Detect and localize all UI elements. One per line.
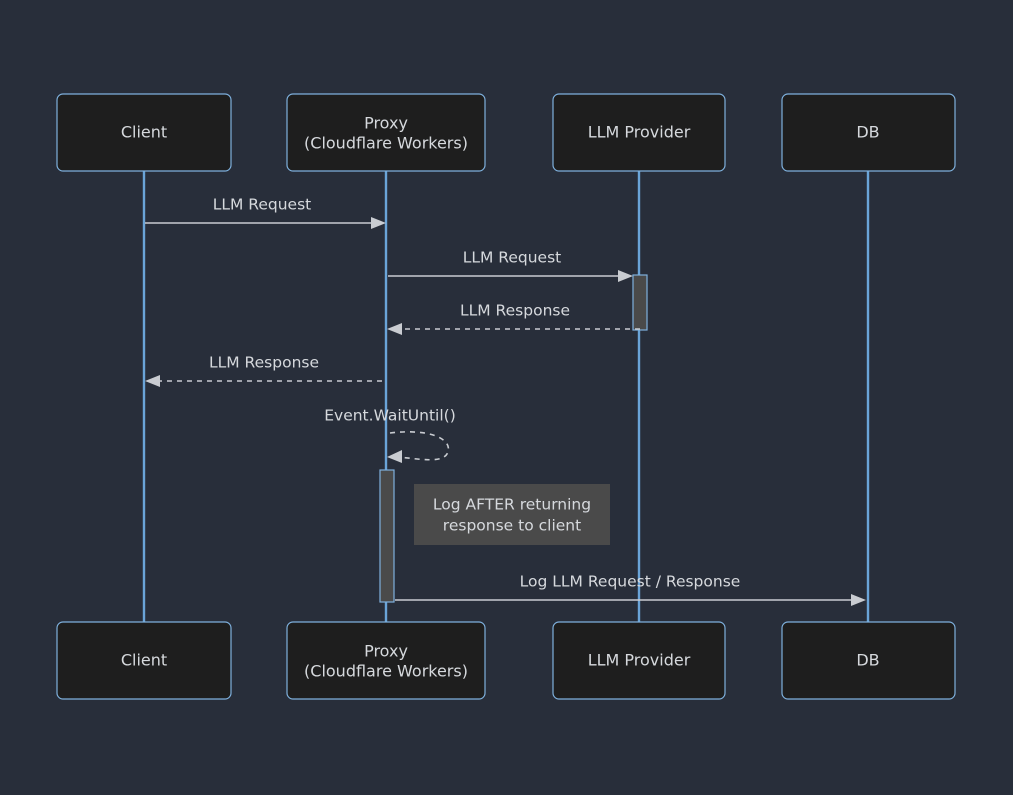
actor-label-db-top: DB [856,123,879,142]
actor-box-llm-provider-bottom[interactable]: LLM Provider [552,621,726,700]
actor-label-proxy-top-line1: Proxy [364,114,408,133]
actor-box-client-bottom[interactable]: Client [56,621,232,700]
message-label-6: Log LLM Request / Response [520,573,741,591]
arrowhead-right-2 [618,270,633,282]
actor-boxes-top: Client Proxy (Cloudflare Workers) LLM Pr… [56,93,956,172]
actor-label-proxy-top-line2: (Cloudflare Workers) [304,134,468,153]
message-log-llm-request-response[interactable]: Log LLM Request / Response [395,573,866,607]
actor-rect-llm-provider-top [552,93,726,172]
actor-rect-proxy-bottom [286,621,486,700]
actor-rect-proxy-top [286,93,486,172]
activation-proxy [379,469,395,603]
message-llm-request-proxy-provider[interactable]: LLM Request [388,249,633,283]
arrowhead-left-3 [387,323,402,335]
actor-rect-llm-provider-bottom [552,621,726,700]
message-label-1: LLM Request [213,196,312,214]
actor-rect-client-bottom [56,621,232,700]
actor-box-proxy-bottom[interactable]: Proxy (Cloudflare Workers) [286,621,486,700]
actor-rect-client-top [56,93,232,172]
message-event-waituntil-self[interactable]: Event.WaitUntil() [324,407,456,464]
note-text-line2: response to client [443,517,581,535]
message-label-3: LLM Response [460,302,570,320]
activation-llm-provider [632,274,648,331]
message-label-4: LLM Response [209,354,319,372]
message-label-5: Event.WaitUntil() [324,407,456,425]
actor-box-proxy-top[interactable]: Proxy (Cloudflare Workers) [286,93,486,172]
actor-label-proxy-bottom-line2: (Cloudflare Workers) [304,662,468,681]
actor-label-llm-provider-bottom: LLM Provider [588,651,691,670]
note-text-line1: Log AFTER returning [433,496,591,514]
actor-box-client-top[interactable]: Client [56,93,232,172]
actor-rect-db-top [781,93,956,172]
note-log-after-returning: Log AFTER returning response to client [414,484,610,545]
arrowhead-left-5 [387,450,402,463]
message-label-2: LLM Request [463,249,562,267]
arrowhead-left-4 [145,375,160,387]
actor-box-db-bottom[interactable]: DB [781,621,956,700]
message-llm-response-proxy-client[interactable]: LLM Response [145,354,382,388]
actor-boxes-bottom: Client Proxy (Cloudflare Workers) LLM Pr… [56,621,956,700]
actor-label-client-bottom: Client [121,651,167,670]
message-llm-response-provider-proxy[interactable]: LLM Response [387,302,640,336]
message-llm-request-client-proxy[interactable]: LLM Request [145,196,386,230]
arrowhead-right-6 [851,594,866,606]
actor-box-llm-provider-top[interactable]: LLM Provider [552,93,726,172]
message-self-loop-path-5 [389,431,450,461]
lifelines-group [142,170,870,622]
actor-label-llm-provider-top: LLM Provider [588,123,691,142]
activations-group [379,274,648,603]
note-rect [414,484,610,545]
actor-box-db-top[interactable]: DB [781,93,956,172]
actor-rect-db-bottom [781,621,956,700]
arrowhead-right-1 [371,217,386,229]
actor-label-proxy-bottom-line1: Proxy [364,642,408,661]
actor-label-client-top: Client [121,123,167,142]
actor-label-db-bottom: DB [856,651,879,670]
